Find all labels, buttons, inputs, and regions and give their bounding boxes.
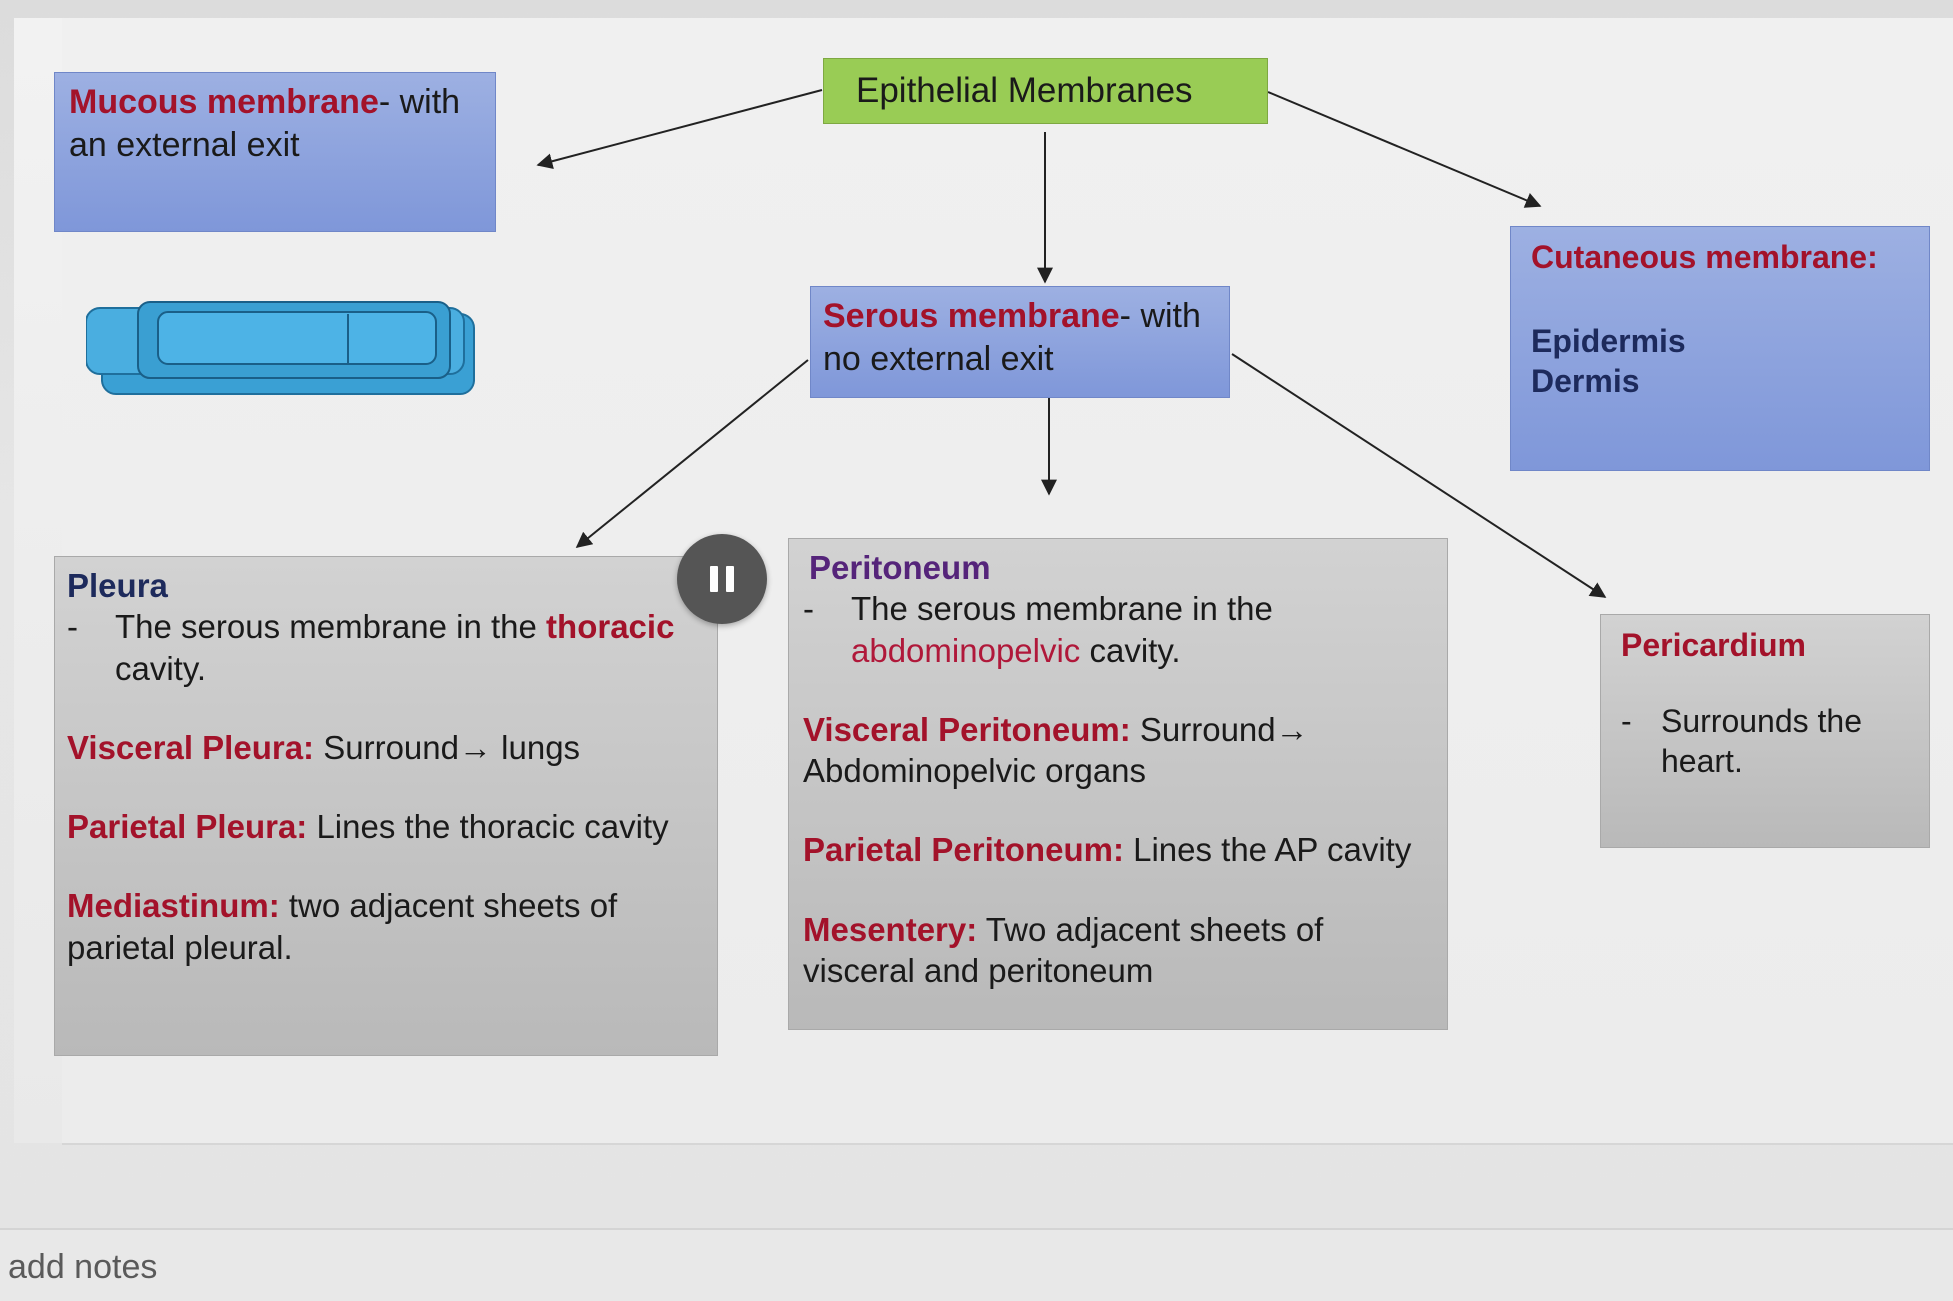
peritoneum-parietal: Parietal Peritoneum: Lines the AP cavity bbox=[803, 829, 1433, 870]
notes-bar[interactable]: add notes bbox=[0, 1228, 1953, 1301]
pause-button[interactable] bbox=[677, 534, 767, 624]
peritoneum-visceral: Visceral Peritoneum: Surround→ Abdominop… bbox=[803, 709, 1433, 792]
peritoneum-bullet-post: cavity. bbox=[1080, 631, 1181, 669]
pleura-bullet-highlight: thoracic bbox=[546, 608, 675, 646]
arrow-to-cutaneous bbox=[1267, 91, 1542, 208]
peritoneum-bullet-pre: The serous membrane in the bbox=[851, 590, 1273, 628]
serous-title: Serous membrane bbox=[823, 297, 1120, 335]
peritoneum-visceral-text: Surround→ Abdominopelvic organs bbox=[803, 710, 1309, 789]
pleura-parietal: Parietal Pleura: Lines the thoracic cavi… bbox=[67, 806, 705, 847]
peritoneum-mesentery: Mesentery: Two adjacent sheets of viscer… bbox=[803, 909, 1433, 992]
mucous-title: Mucous membrane bbox=[69, 83, 379, 121]
peritoneum-bullet-text: The serous membrane in the abdominopelvi… bbox=[851, 588, 1433, 671]
peritoneum-parietal-label: Parietal Peritoneum: bbox=[803, 831, 1124, 869]
peritoneum-bullet-dash: - bbox=[803, 590, 814, 628]
pause-icon-bar-right bbox=[726, 566, 734, 592]
pleura-bullet-text: The serous membrane in the thoracic cavi… bbox=[115, 606, 705, 689]
cutaneous-item-epidermis: Epidermis bbox=[1531, 323, 1686, 359]
pericardium-bullet-dash: - bbox=[1621, 703, 1632, 739]
pericardium-bullet: - Surrounds the heart. bbox=[1621, 701, 1909, 781]
pleura-bullet-post: cavity. bbox=[115, 649, 207, 687]
pleura-title: Pleura bbox=[67, 567, 168, 604]
peritoneum-parietal-text: Lines the AP cavity bbox=[1123, 831, 1412, 869]
peritoneum-bullet-highlight: abdominopelvic bbox=[851, 631, 1081, 669]
pericardium-box: Pericardium - Surrounds the heart. bbox=[1600, 614, 1930, 848]
arrow-to-mucous bbox=[536, 89, 823, 170]
pericardium-bullet-text: Surrounds the heart. bbox=[1661, 703, 1863, 779]
pleura-bullet-pre: The serous membrane in the bbox=[115, 608, 547, 646]
pleura-visceral-label: Visceral Pleura: bbox=[67, 728, 315, 766]
stacked-shapes-graphic bbox=[86, 301, 475, 395]
pleura-bullet: - The serous membrane in the thoracic ca… bbox=[67, 606, 705, 689]
cutaneous-membrane-box: Cutaneous membrane: Epidermis Dermis bbox=[1510, 226, 1930, 471]
arrow-to-pleura bbox=[575, 359, 809, 549]
peritoneum-visceral-label: Visceral Peritoneum: bbox=[803, 710, 1131, 748]
pleura-mediastinum-label: Mediastinum: bbox=[67, 887, 280, 925]
root-box-epithelial-membranes: Epithelial Membranes bbox=[823, 58, 1268, 124]
peritoneum-mesentery-label: Mesentery: bbox=[803, 910, 978, 948]
peritoneum-title: Peritoneum bbox=[809, 549, 991, 586]
arrow-to-pericardium bbox=[1231, 353, 1607, 598]
pleura-bullet-dash: - bbox=[67, 608, 78, 646]
cutaneous-item-dermis: Dermis bbox=[1531, 363, 1640, 399]
pleura-mediastinum-text: two adjacent sheets of parietal pleural. bbox=[67, 887, 618, 966]
mucous-membrane-box: Mucous membrane- with an external exit bbox=[54, 72, 496, 232]
peritoneum-box: Peritoneum - The serous membrane in the … bbox=[788, 538, 1448, 1030]
pleura-visceral-text: Surround→ lungs bbox=[314, 728, 581, 766]
pleura-box: Pleura - The serous membrane in the thor… bbox=[54, 556, 718, 1056]
serous-membrane-box: Serous membrane- with no external exit bbox=[810, 286, 1230, 398]
pleura-visceral: Visceral Pleura: Surround→ lungs bbox=[67, 727, 705, 768]
root-title: Epithelial Membranes bbox=[856, 71, 1193, 110]
pleura-mediastinum: Mediastinum: two adjacent sheets of pari… bbox=[67, 885, 705, 968]
peritoneum-bullet: - The serous membrane in the abdominopel… bbox=[803, 588, 1433, 671]
add-notes-placeholder[interactable]: add notes bbox=[8, 1248, 158, 1286]
pleura-parietal-label: Parietal Pleura: bbox=[67, 808, 308, 845]
cutaneous-title: Cutaneous membrane: bbox=[1531, 239, 1878, 275]
mucous-description: - with an external exit bbox=[69, 83, 461, 164]
pause-icon-bar-left bbox=[710, 566, 718, 592]
serous-description: - with no external exit bbox=[823, 297, 1201, 378]
peritoneum-mesentery-text: Two adjacent sheets of visceral and peri… bbox=[803, 910, 1324, 989]
pleura-parietal-text: Lines the thoracic cavity bbox=[307, 808, 669, 845]
pericardium-title: Pericardium bbox=[1621, 627, 1806, 663]
